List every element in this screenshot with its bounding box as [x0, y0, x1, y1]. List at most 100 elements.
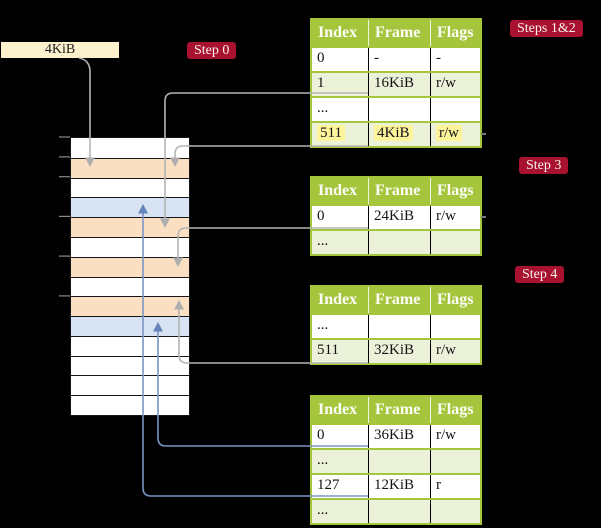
- column-header: Index: [318, 291, 358, 308]
- memory-row-white: [71, 375, 189, 395]
- cell-frame: [368, 500, 430, 523]
- cell-index: 0: [312, 425, 368, 448]
- highlighted-value: 511: [317, 125, 345, 141]
- column-header: Flags: [430, 397, 480, 423]
- cell-flags: r: [430, 475, 480, 498]
- column-header: Frame: [368, 20, 430, 46]
- highlighted-value: r/w: [436, 125, 462, 141]
- cell-value: 12KiB: [374, 477, 415, 493]
- cell-value: r/w: [436, 75, 456, 91]
- cell-index: ...: [312, 500, 368, 523]
- physical-memory-strip: [70, 137, 190, 416]
- column-header: Frame: [368, 287, 430, 313]
- cell-flags: r/w: [430, 425, 480, 448]
- cell-value: ...: [317, 317, 329, 333]
- table-row: ...: [312, 498, 480, 523]
- table-row: 1 16KiB r/w: [312, 71, 480, 96]
- cell-flags: r/w: [430, 340, 480, 363]
- memory-row-blue: [71, 316, 189, 336]
- cell-frame: 24KiB: [368, 206, 430, 229]
- table-row: ...: [312, 448, 480, 473]
- cell-frame: 12KiB: [368, 475, 430, 498]
- column-header: Flags: [430, 20, 480, 46]
- badge-steps-1-2: Steps 1&2: [510, 20, 583, 37]
- page-size-box: 4KiB: [1, 42, 119, 58]
- cell-value: 0: [317, 427, 325, 443]
- table-row: 0 36KiB r/w: [312, 423, 480, 448]
- table-row: 511 32KiB r/w: [312, 338, 480, 363]
- cell-value: 0: [317, 50, 325, 66]
- cell-flags: r/w: [430, 73, 480, 96]
- cell-index: 511: [312, 340, 368, 363]
- cell-frame: 4KiB: [368, 123, 430, 146]
- table-row: 511 4KiB r/w: [312, 121, 480, 146]
- cell-flags: -: [430, 48, 480, 71]
- column-header: Index: [318, 401, 358, 418]
- memory-row-white: [71, 138, 189, 158]
- cell-value: 511: [317, 342, 339, 358]
- memory-row-white: [71, 356, 189, 375]
- table-row: 0 24KiB r/w: [312, 204, 480, 229]
- column-header: Flags: [430, 178, 480, 204]
- cell-value: 0: [317, 208, 325, 224]
- cell-frame: 32KiB: [368, 340, 430, 363]
- cell-index: 1: [312, 73, 368, 96]
- cell-index: 511: [312, 123, 368, 146]
- table-row: ...: [312, 96, 480, 121]
- memory-row-orange: [71, 158, 189, 178]
- cell-frame: 36KiB: [368, 425, 430, 448]
- column-header: Index: [318, 182, 358, 199]
- cell-value: 32KiB: [374, 342, 415, 358]
- table-row: 127 12KiB r: [312, 473, 480, 498]
- column-header: Flags: [430, 287, 480, 313]
- badge-step-4: Step 4: [515, 266, 565, 283]
- cell-value: ...: [317, 233, 329, 249]
- cell-value: 16KiB: [374, 75, 415, 91]
- cell-value: 127: [317, 477, 340, 493]
- cell-flags: [430, 231, 480, 254]
- cell-frame: [368, 98, 430, 121]
- cell-value: ...: [317, 452, 329, 468]
- cell-index: 0: [312, 48, 368, 71]
- cell-flags: [430, 315, 480, 338]
- cell-index: 0: [312, 206, 368, 229]
- badge-step-0: Step 0: [187, 42, 237, 59]
- cell-value: ...: [317, 100, 329, 116]
- cell-value: -: [436, 50, 441, 66]
- cell-value: 36KiB: [374, 427, 415, 443]
- cell-value: r/w: [436, 427, 456, 443]
- cell-value: 24KiB: [374, 208, 415, 224]
- tick-marks: [59, 136, 70, 297]
- memory-row-blue: [71, 197, 189, 217]
- cell-frame: [368, 315, 430, 338]
- column-header: Frame: [368, 178, 430, 204]
- memory-row-orange: [71, 257, 189, 277]
- cell-flags: [430, 500, 480, 523]
- cell-value: -: [374, 50, 379, 66]
- cell-value: r: [436, 477, 441, 493]
- cell-index: ...: [312, 98, 368, 121]
- cell-frame: 16KiB: [368, 73, 430, 96]
- cell-index: ...: [312, 450, 368, 473]
- cell-flags: [430, 450, 480, 473]
- cell-value: r/w: [436, 208, 456, 224]
- table-row: ...: [312, 313, 480, 338]
- cell-index: ...: [312, 315, 368, 338]
- memory-row-white: [71, 336, 189, 356]
- cell-flags: r/w: [430, 206, 480, 229]
- cell-frame: [368, 450, 430, 473]
- cell-value: ...: [317, 502, 329, 518]
- memory-row-white: [71, 178, 189, 197]
- cell-flags: r/w: [430, 123, 480, 146]
- column-header: Frame: [368, 397, 430, 423]
- column-header: Index: [318, 24, 358, 41]
- highlighted-value: 4KiB: [374, 125, 413, 141]
